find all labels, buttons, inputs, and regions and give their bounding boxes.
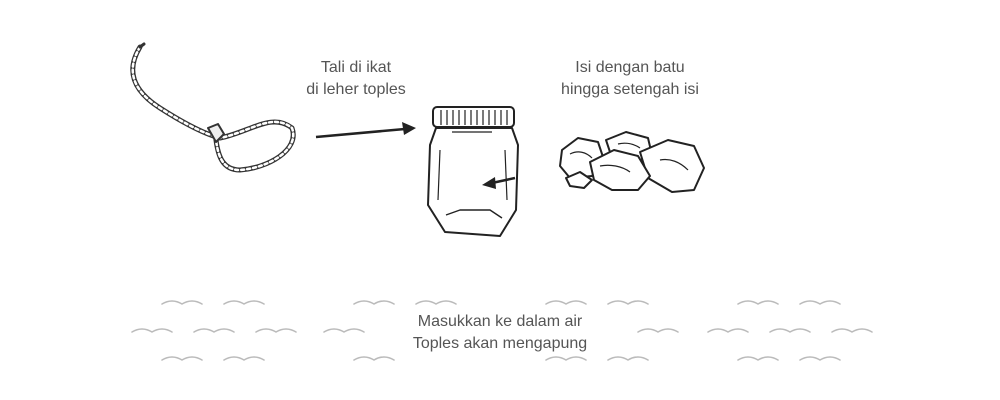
rope-step-line-2: di leher toples (306, 81, 406, 98)
stones-step-line-2: hingga setengah isi (561, 81, 699, 98)
arrow-icon (315, 122, 416, 139)
arrow-icon (482, 176, 516, 189)
water-step-line-2: Toples akan mengapung (412, 335, 588, 352)
stones-step-label: Isi dengan batu hingga setengah isi (532, 57, 728, 101)
rope-icon (130, 42, 296, 173)
jar-icon (427, 106, 519, 237)
rope-step-label: Tali di ikat di leher toples (268, 57, 444, 101)
stones-step-line-1: Isi dengan batu (575, 59, 685, 76)
water-step-label: Masukkan ke dalam air Toples akan mengap… (380, 311, 620, 355)
water-waves-icon (131, 300, 873, 361)
water-step-line-1: Masukkan ke dalam air (417, 313, 583, 330)
rope-step-line-1: Tali di ikat (320, 59, 392, 76)
stones-icon (559, 131, 705, 193)
